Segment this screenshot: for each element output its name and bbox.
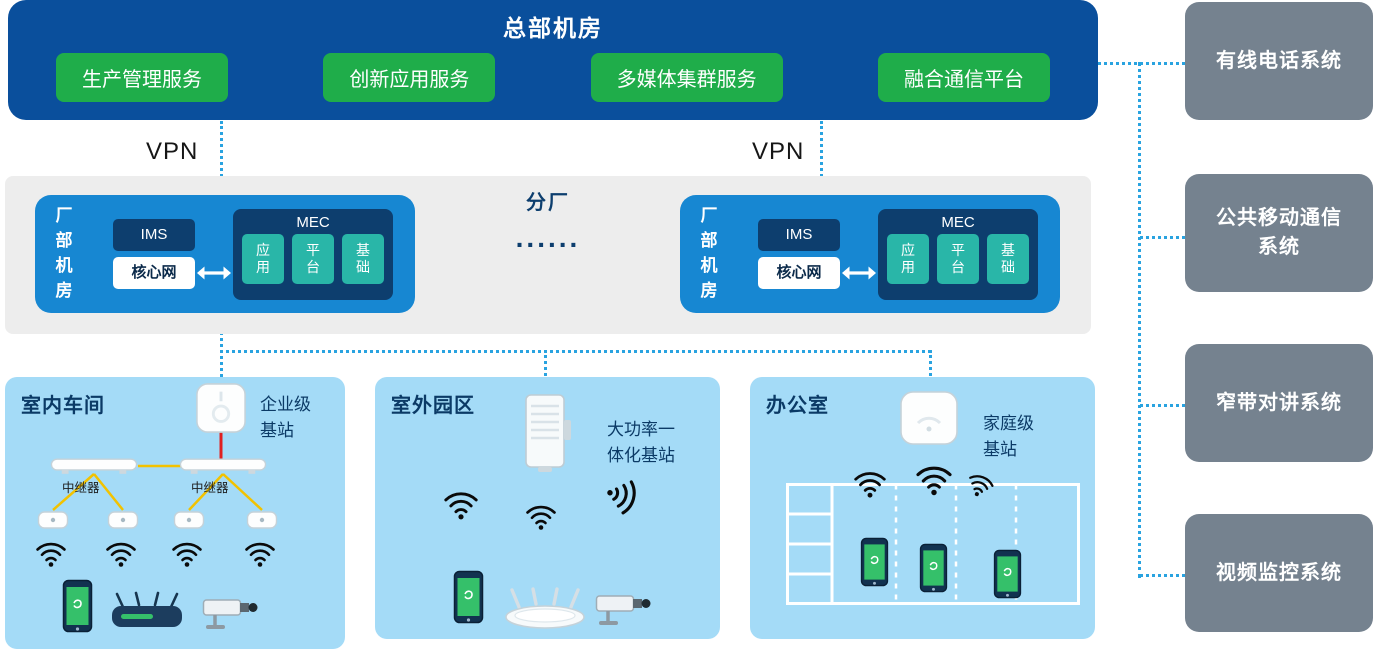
mec-item-app: 应 用	[887, 234, 929, 284]
core-network-module: 核心网	[113, 257, 195, 289]
mec-item-platform: 平 台	[937, 234, 979, 284]
service-row: 生产管理服务 创新应用服务 多媒体集群服务 融合通信平台	[56, 53, 1050, 102]
mec-item-base: 基 础	[342, 234, 384, 284]
mec-item-base: 基 础	[987, 234, 1029, 284]
wifi-signal-icon	[35, 540, 67, 568]
branch-title: 分厂	[526, 192, 570, 214]
factory-room-2: 厂 部 机 房 IMS 核心网 MEC 应 用 平 台 基 础	[680, 195, 1060, 313]
wifi-signal-icon	[171, 540, 203, 568]
service-converged-comm: 融合通信平台	[877, 53, 1050, 102]
repeater-icon	[50, 457, 138, 475]
vpn-label-left: VPN	[146, 138, 199, 165]
access-point-icon	[107, 508, 139, 532]
zone-office: 办公室 家庭级 基站	[750, 377, 1095, 639]
access-point-icon	[246, 508, 278, 532]
mec-title: MEC	[941, 214, 975, 231]
system-public-mobile: 公共移动通信 系统	[1185, 174, 1373, 292]
enterprise-basestation-label: 企业级 基站	[260, 395, 311, 440]
wifi-signal-icon	[105, 540, 137, 568]
mec-item-platform: 平 台	[292, 234, 334, 284]
wifi-router-icon	[110, 591, 184, 631]
factory-room-name: 厂 部 机 房	[700, 206, 718, 300]
connector-zone-bus	[220, 350, 931, 353]
outdoor-basestation-label: 大功率一 体化基站	[607, 420, 675, 465]
factory-room-name: 厂 部 机 房	[55, 206, 73, 300]
access-point-icon	[173, 508, 205, 532]
system-narrowband-intercom: 窄带对讲系统	[1185, 344, 1373, 462]
mec-module: MEC 应 用 平 台 基 础	[878, 209, 1038, 300]
repeater-icon	[179, 457, 267, 475]
bidirectional-arrow-icon	[840, 264, 878, 282]
smartphone-icon	[62, 579, 93, 633]
branch-ellipsis: ......	[515, 222, 581, 253]
wifi-signal-icon	[601, 473, 644, 519]
smartphone-icon	[919, 543, 948, 593]
bidirectional-arrow-icon	[195, 264, 233, 282]
headquarters-panel: 总部机房 生产管理服务 创新应用服务 多媒体集群服务 融合通信平台	[8, 0, 1098, 120]
vpn-label-right: VPN	[752, 138, 805, 165]
wifi-signal-icon	[244, 540, 276, 568]
wifi-signal-icon	[915, 463, 953, 497]
system-video-surveillance: 视频监控系统	[1185, 514, 1373, 632]
ims-module: IMS	[113, 219, 195, 251]
cctv-camera-icon	[202, 593, 260, 631]
zone-outdoor-campus: 室外园区 大功率一 体化基站	[375, 377, 720, 639]
system-wired-telephone: 有线电话系统	[1185, 2, 1373, 120]
mec-items: 应 用 平 台 基 础	[233, 234, 393, 284]
headquarters-title: 总部机房	[503, 15, 603, 41]
connector-spine-to-system2	[1140, 236, 1185, 239]
smartphone-icon	[453, 570, 484, 624]
smartphone-icon	[860, 537, 889, 587]
wifi-signal-icon	[853, 469, 887, 499]
home-basestation-icon	[898, 389, 960, 447]
service-production-mgmt: 生产管理服务	[56, 53, 228, 102]
repeater-label: 中继器	[191, 481, 229, 495]
enterprise-basestation-icon	[195, 382, 247, 434]
outdoor-access-point-icon	[503, 587, 587, 629]
wifi-signal-icon	[443, 489, 479, 521]
cctv-camera-icon	[595, 589, 653, 627]
connector-systems-spine	[1138, 62, 1141, 578]
service-innovation-app: 创新应用服务	[323, 53, 496, 102]
access-point-icon	[37, 508, 69, 532]
ims-module: IMS	[758, 219, 840, 251]
mec-module: MEC 应 用 平 台 基 础	[233, 209, 393, 300]
home-basestation-label: 家庭级 基站	[983, 414, 1034, 459]
zone1-title: 室内车间	[21, 395, 105, 417]
service-multimedia-trunking: 多媒体集群服务	[590, 53, 783, 102]
mec-title: MEC	[296, 214, 330, 231]
connector-bus-to-zone3	[929, 350, 932, 394]
zone1-cabling	[52, 432, 263, 511]
connector-hq-to-room1	[220, 121, 223, 195]
connector-spine-to-system3	[1140, 404, 1185, 407]
core-network-module: 核心网	[758, 257, 840, 289]
connector-hq-to-systems	[1098, 62, 1185, 65]
mec-items: 应 用 平 台 基 础	[878, 234, 1038, 284]
connector-room1-to-zones	[220, 313, 223, 383]
smartphone-icon	[993, 549, 1022, 599]
wifi-signal-icon	[525, 503, 557, 531]
factory-room-1: 厂 部 机 房 IMS 核心网 MEC 应 用 平 台 基 础	[35, 195, 415, 313]
zone3-title: 办公室	[766, 395, 829, 417]
mec-item-app: 应 用	[242, 234, 284, 284]
connector-spine-to-system4	[1140, 574, 1185, 577]
connector-bus-to-zone2	[544, 350, 547, 394]
connector-hq-to-room2	[820, 121, 823, 195]
repeater-label: 中继器	[62, 481, 100, 495]
zone2-title: 室外园区	[391, 395, 475, 417]
outdoor-basestation-icon	[518, 392, 576, 474]
zone-indoor-workshop: 室内车间 企业级 基站 中继器 中继器	[5, 377, 345, 649]
